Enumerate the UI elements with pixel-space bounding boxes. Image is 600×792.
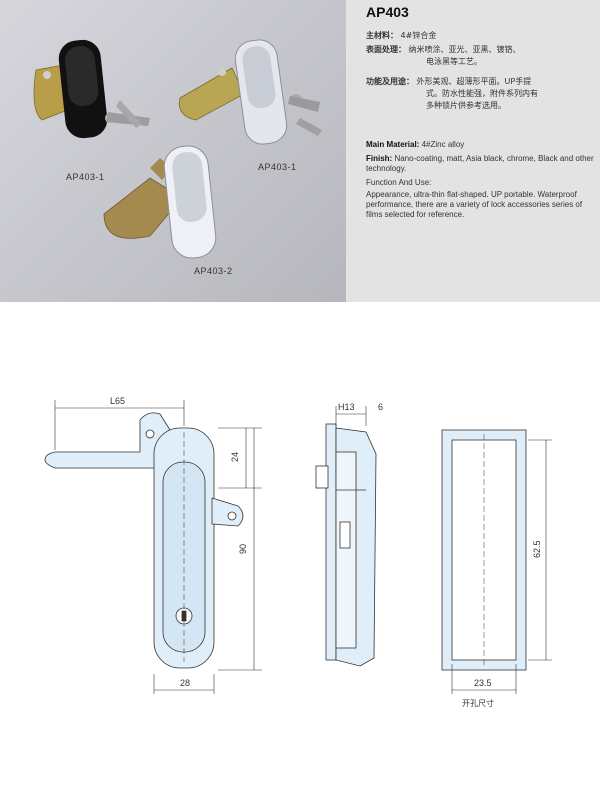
- model-title: AP403: [366, 4, 409, 20]
- dim-l65: L65: [110, 396, 125, 406]
- cn-function-line1: 外形美观、超薄形平面。UP手提: [416, 77, 532, 86]
- en-material-label: Main Material:: [366, 140, 420, 149]
- dim-6: 6: [378, 402, 383, 412]
- cutout-dimensions: [451, 439, 552, 694]
- cn-material-row: 主材料： 4#锌合金: [366, 30, 436, 42]
- en-finish-row: Finish: Nano-coating, matt, Asia black, …: [366, 154, 594, 174]
- side-dimensions: [335, 406, 367, 426]
- lock-photo-black: [33, 39, 150, 139]
- product-photo: AP403-1 AP403-1 AP403-2: [0, 0, 346, 302]
- cutout-view: [441, 429, 527, 671]
- front-plate-hole: [145, 429, 155, 439]
- en-function-value: Appearance, ultra-thin flat-shaped. UP p…: [366, 190, 583, 219]
- cn-finish-row: 表面处理： 纳米喷涂、亚光、亚黑、镀铬、: [366, 44, 521, 56]
- dim-24: 24: [230, 452, 240, 462]
- side-plate: [325, 423, 337, 661]
- front-tab-hole: [227, 511, 237, 521]
- cn-function-line3: 多种锁片供参考选用。: [426, 101, 506, 110]
- caption-ap403-1-right: AP403-1: [258, 162, 297, 172]
- cn-function-row: 功能及用途： 外形美观、超薄形平面。UP手提: [366, 76, 531, 88]
- front-tab: [211, 497, 244, 527]
- product-photo-illustration: [33, 39, 322, 259]
- side-nut: [315, 465, 329, 489]
- technical-drawing: L65 24 90 28 H13 6: [0, 302, 600, 792]
- side-screw: [339, 521, 351, 549]
- dim-h13: H13: [338, 402, 355, 412]
- cutout-label: 开孔尺寸: [462, 699, 494, 708]
- cn-finish-line1: 纳米喷涂、亚光、亚黑、镀铬、: [408, 45, 521, 54]
- en-material-value: 4#Zinc alloy: [421, 140, 465, 149]
- lock-photo-ap403-2: [103, 145, 217, 259]
- front-plate: [44, 412, 171, 469]
- cn-finish-line2: 电泳黑等工艺。: [426, 57, 482, 66]
- cn-function-label: 功能及用途：: [366, 77, 414, 86]
- caption-ap403-2: AP403-2: [194, 266, 233, 276]
- spec-panel: AP403 主材料： 4#锌合金 表面处理： 纳米喷涂、亚光、亚黑、镀铬、 电泳…: [346, 0, 600, 302]
- cn-finish-label: 表面处理：: [366, 45, 406, 54]
- cn-function-line2: 式。防水性能强，附件系列内有: [426, 89, 538, 98]
- dim-62-5: 62.5: [532, 540, 542, 558]
- dim-90: 90: [238, 544, 248, 554]
- lock-photo-chrome: [178, 39, 322, 145]
- dim-28: 28: [180, 678, 190, 688]
- en-function-label: Function And Use:: [366, 178, 432, 187]
- dim-23-5: 23.5: [474, 678, 492, 688]
- side-inner: [335, 451, 357, 649]
- front-dimensions: [54, 400, 262, 694]
- cn-material-label: 主材料：: [366, 31, 398, 40]
- en-finish-label: Finish:: [366, 154, 393, 163]
- front-view: [44, 412, 244, 669]
- side-view: [315, 423, 377, 667]
- caption-ap403-1-left: AP403-1: [66, 172, 105, 182]
- en-material-row: Main Material: 4#Zinc alloy: [366, 140, 594, 150]
- cn-material-value: 4#锌合金: [400, 31, 437, 40]
- en-finish-value: Nano-coating, matt, Asia black, chrome, …: [366, 154, 594, 173]
